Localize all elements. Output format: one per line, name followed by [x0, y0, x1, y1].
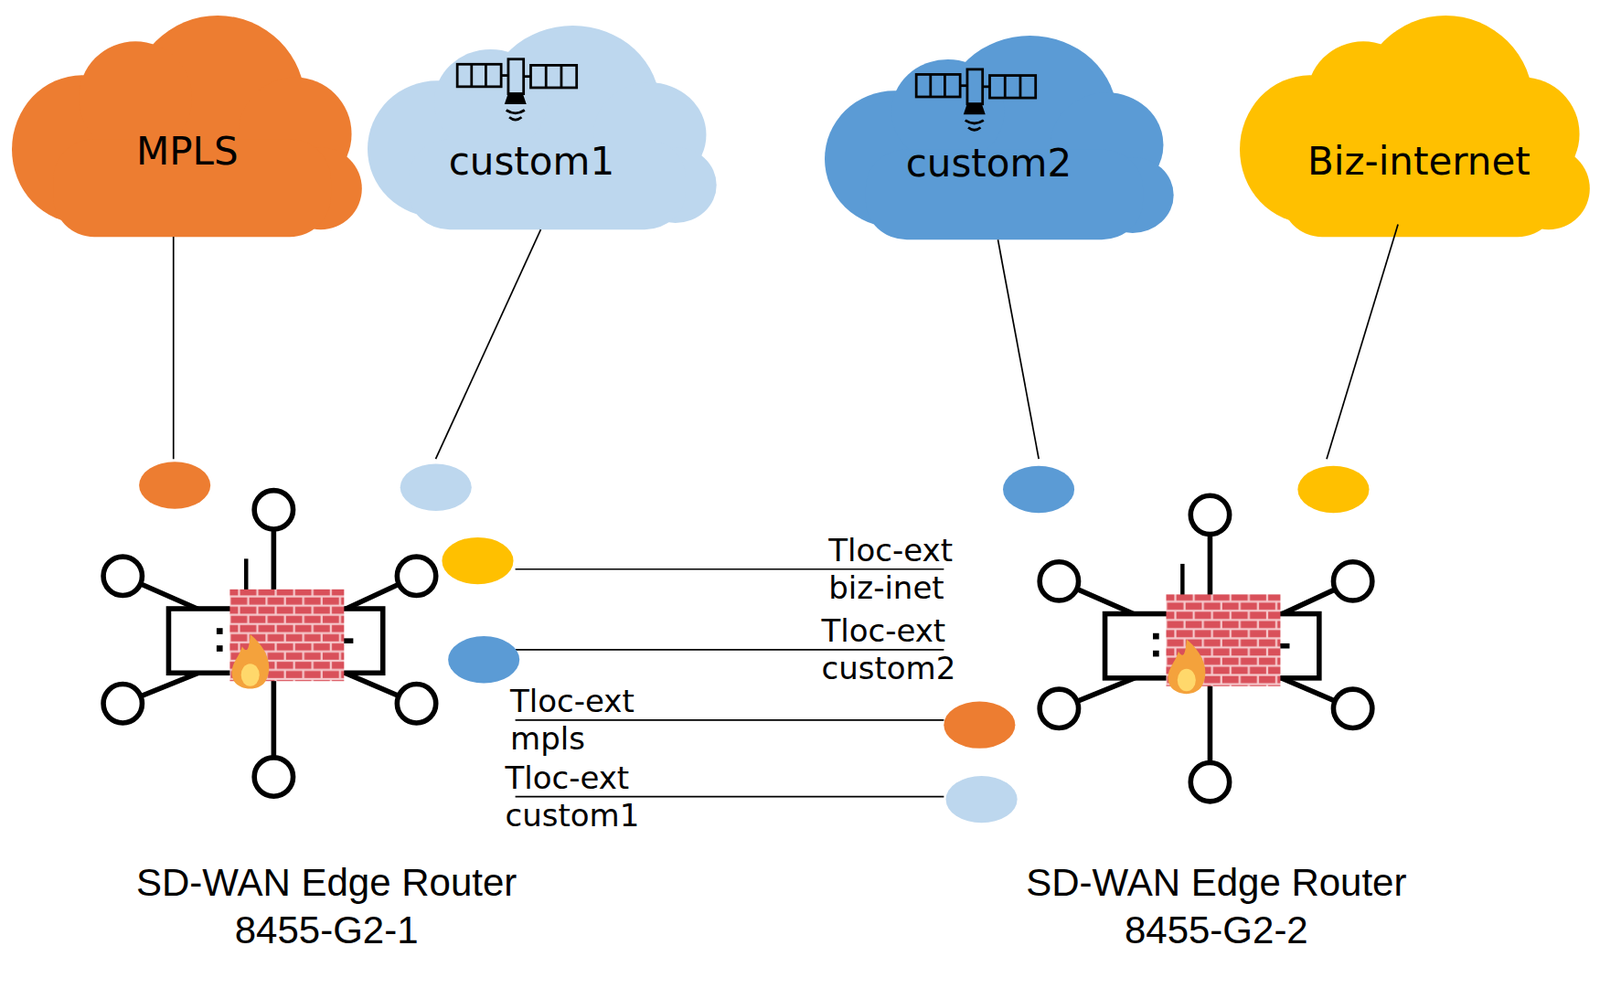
transport-link [997, 239, 1039, 459]
edge-router: SD-WAN Edge Router 8455-G2-2 [943, 458, 1398, 806]
satellite-icon [916, 69, 1036, 130]
tloc-ext-label: Tloc-ext biz-inet [828, 532, 989, 608]
cloud-shape [1239, 15, 1590, 237]
cloud-shape [11, 15, 363, 237]
mpls-cloud: MPLS [11, 15, 363, 237]
cloud-lobe [1306, 41, 1420, 155]
satellite-icon [457, 59, 577, 120]
cloud-shape [367, 25, 717, 230]
cloud-lobe [434, 49, 547, 154]
custom1-cloud: custom1 [367, 25, 717, 230]
network-name: custom1 [357, 139, 707, 184]
network-name: custom2 [814, 141, 1164, 186]
tloc-dot [441, 537, 513, 585]
transport-link [1326, 224, 1398, 460]
network-name: Biz-internet [1243, 139, 1594, 184]
network-name: MPLS [11, 129, 363, 174]
transport-link [172, 236, 175, 459]
biz-internet-cloud: Biz-internet [1239, 15, 1590, 237]
tloc-ext-label: Tloc-ext custom2 [821, 612, 982, 688]
tloc-dot [400, 464, 472, 512]
tloc-ext-label: Tloc-ext custom1 [504, 759, 665, 835]
transport-link [436, 229, 542, 459]
tloc-dot [946, 776, 1018, 823]
router-caption: SD-WAN Edge Router 8455-G2-1 [106, 859, 546, 955]
custom2-cloud: custom2 [824, 35, 1174, 240]
tloc-dot [1002, 466, 1075, 513]
edge-router: SD-WAN Edge Router 8455-G2-1 [91, 458, 515, 806]
tloc-dot [1297, 466, 1369, 513]
tloc-ext-label: Tloc-ext mpls [510, 682, 671, 758]
tloc-dot [448, 636, 520, 683]
router-caption: SD-WAN Edge Router 8455-G2-2 [996, 859, 1436, 955]
router-icon [103, 490, 437, 798]
router-icon [1039, 495, 1373, 802]
tloc-dot [138, 461, 211, 509]
cloud-shape [824, 35, 1174, 240]
tloc-dot [943, 702, 1015, 749]
